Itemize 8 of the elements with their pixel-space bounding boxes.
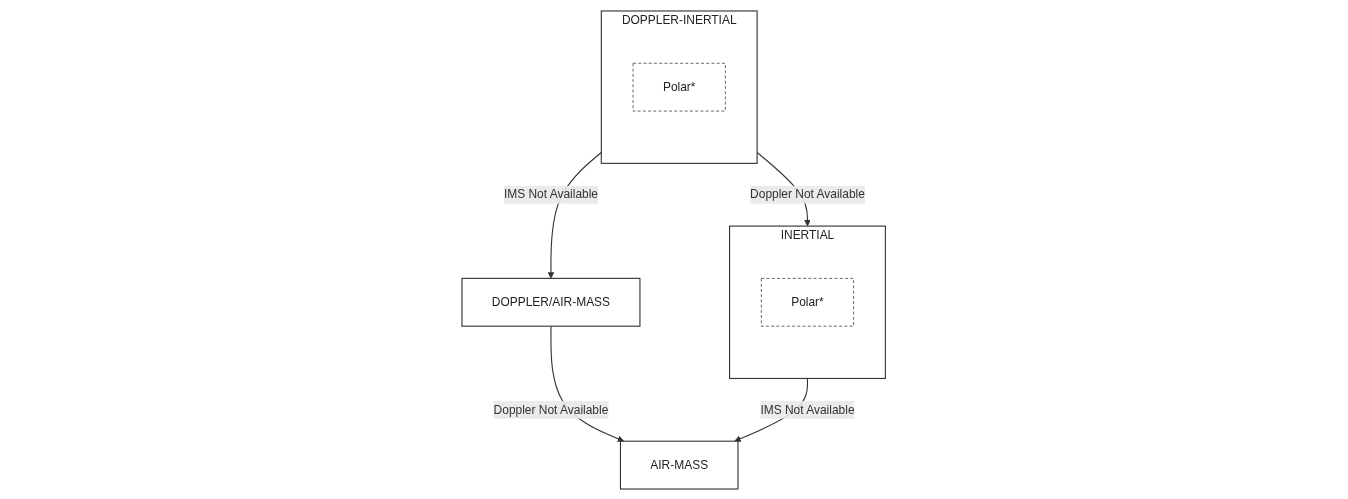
edge-label: Doppler Not Available: [493, 402, 609, 416]
node-box: AIR-MASS: [620, 440, 739, 490]
edge-label: IMS Not Available: [760, 402, 855, 416]
edge-label: Doppler Not Available: [750, 187, 866, 201]
node-box: DOPPLER/AIR-MASS: [461, 277, 641, 327]
edge-label: IMS Not Available: [504, 187, 599, 201]
node-box: Polar*: [761, 277, 855, 327]
node-box: Polar*: [633, 62, 727, 111]
